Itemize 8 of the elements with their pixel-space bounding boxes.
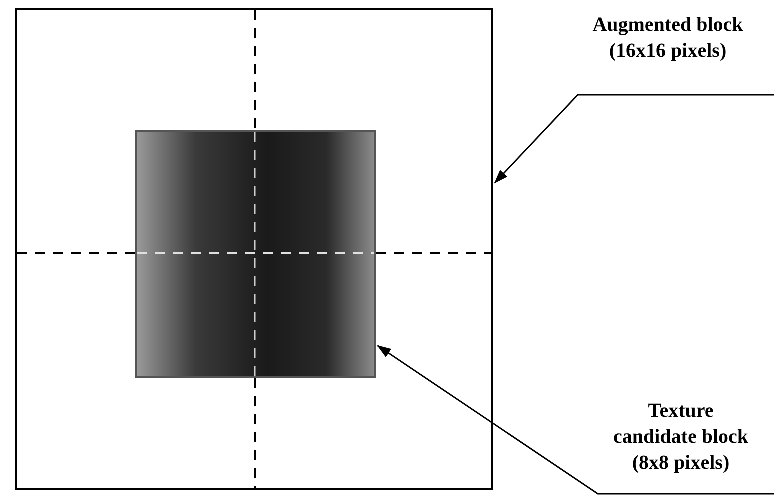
callout-label: (8x8 pixels) bbox=[632, 451, 730, 476]
callout-label: candidate block bbox=[613, 425, 749, 450]
callout-label: Augmented block bbox=[592, 13, 744, 38]
leader-arrow bbox=[377, 345, 774, 495]
callout-label: (16x16 pixels) bbox=[609, 39, 727, 64]
leader-arrow bbox=[494, 94, 774, 184]
texture-block bbox=[135, 130, 376, 378]
callout-label: Texture bbox=[648, 399, 714, 424]
